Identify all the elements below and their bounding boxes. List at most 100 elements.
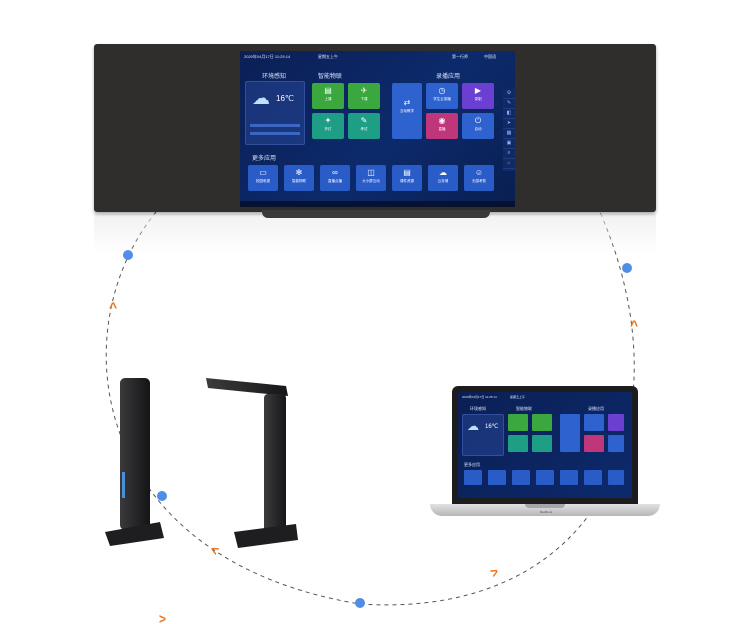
record-tile[interactable] <box>608 414 624 431</box>
app-tile[interactable] <box>584 470 602 485</box>
app-label: 云存储 <box>437 179 449 183</box>
app-tile[interactable]: ✻ 智能物联 <box>284 165 314 191</box>
connection-dot <box>157 491 167 501</box>
laptop: 2020年04月17日 11:25:14 星期五上午 环境感知 智能物联 录播应… <box>452 386 638 504</box>
record-tile-cloud[interactable]: ◷ 学生云录播 <box>426 83 458 109</box>
pen-icon[interactable]: ✎ <box>503 99 515 109</box>
connection-dot <box>622 263 632 273</box>
gear-icon[interactable]: ⚙ <box>503 89 515 99</box>
run-icon: ✈ <box>360 86 368 95</box>
board-tray <box>262 210 490 218</box>
iot-tile-exam[interactable]: ✎考试 <box>348 113 380 139</box>
app-row: ▭ 校园电视 ✻ 智能物联 ∞直播点播 ◫大小屏互动 ▤ 课件资源 ☁ 云存储 ☺ 无感考… <box>248 165 500 193</box>
app-tile[interactable]: ☁ 云存储 <box>428 165 458 191</box>
record-tile-live[interactable]: ◉ 直播 <box>426 113 458 139</box>
section-env-title: 环境感知 <box>262 74 287 80</box>
iot-tile-class-start[interactable]: ▤上课 <box>312 83 344 109</box>
document-camera-open <box>206 378 298 548</box>
record-tile[interactable] <box>608 435 624 452</box>
tile-label: 下课 <box>360 97 368 101</box>
record-tile[interactable] <box>584 414 604 431</box>
tile-label: 录制 <box>474 97 482 101</box>
tile-label: 学生云录播 <box>433 97 451 101</box>
document-camera-folded <box>105 378 164 546</box>
record-tile-record[interactable]: ▶ 录制 <box>462 83 494 109</box>
record-tile-interactive[interactable]: ⇄ 互动教学 <box>392 83 422 139</box>
clock-icon: ◷ <box>438 86 446 95</box>
eraser-icon[interactable]: ◧ <box>503 109 515 119</box>
lock-icon[interactable]: ▣ <box>503 139 515 149</box>
record-tile[interactable] <box>584 435 604 452</box>
record-tile-auto[interactable]: ⏻ 自动 <box>462 113 494 139</box>
air-row <box>250 132 300 135</box>
board-reflection <box>94 214 656 254</box>
board-topbar: 2020年04月17日 11:25:14 星期五上午 第一行师 中国语 <box>240 51 515 61</box>
cloud-icon: ☁ <box>439 168 447 177</box>
tile-label: 开灯 <box>324 127 332 131</box>
weather-panel[interactable]: ☁ 16℃ <box>462 414 504 456</box>
grid-icon[interactable]: ▦ <box>503 129 515 139</box>
cloud-icon: ☁ <box>467 419 479 433</box>
light-icon: ✦ <box>324 116 332 125</box>
laptop-base <box>430 504 660 516</box>
home-icon[interactable]: ⌂ <box>503 159 515 169</box>
network-icon: ✻ <box>295 168 303 177</box>
iot-tile[interactable] <box>532 414 552 431</box>
app-tile[interactable]: ☺ 无感考勤 <box>464 165 494 191</box>
iot-tile[interactable] <box>508 435 528 452</box>
person-icon: ☺ <box>474 168 484 177</box>
user-name[interactable]: 第一行师 <box>452 54 468 59</box>
arrow-icon[interactable]: ➤ <box>503 119 515 129</box>
app-tile[interactable]: ∞直播点播 <box>320 165 350 191</box>
iot-tile[interactable] <box>532 435 552 452</box>
power-icon: ⏻ <box>474 116 482 125</box>
cloud-icon: ☁ <box>252 88 270 108</box>
weather-panel[interactable]: ☁ 16℃ <box>245 81 305 145</box>
app-tile[interactable] <box>560 470 578 485</box>
app-tile[interactable] <box>464 470 482 485</box>
menu-icon[interactable]: ≡ <box>503 149 515 159</box>
app-tile[interactable]: ▭ 校园电视 <box>248 165 278 191</box>
app-tile[interactable] <box>488 470 506 485</box>
board-icon: ▤ <box>324 86 332 95</box>
app-tile[interactable] <box>608 470 624 485</box>
share-icon: ⇄ <box>403 98 411 107</box>
temperature: 16℃ <box>485 424 499 430</box>
app-label: 智能物联 <box>292 179 306 183</box>
tv-icon: ▭ <box>259 168 267 177</box>
tile-label: 直播 <box>438 127 446 131</box>
app-label: 校园电视 <box>256 179 270 183</box>
section-more-title: 更多应用 <box>464 462 480 467</box>
app-label: 直播点播 <box>328 179 342 183</box>
app-label: 无感考勤 <box>472 179 486 183</box>
play-icon: ▶ <box>474 86 482 95</box>
tile-label: 自动 <box>474 127 482 131</box>
app-tile[interactable]: ▤ 课件资源 <box>392 165 422 191</box>
app-label: 课件资源 <box>400 179 414 183</box>
app-row <box>464 470 624 486</box>
iot-tile-lights[interactable]: ✦ 开灯 <box>312 113 344 139</box>
chevron-icon: ^ <box>153 614 170 624</box>
temperature: 16℃ <box>276 94 294 103</box>
datetime: 2020年04月17日 11:25:14 <box>244 54 291 59</box>
section-iot-title: 智能物联 <box>516 406 532 411</box>
iot-tile-class-end[interactable]: ✈ 下课 <box>348 83 380 109</box>
side-toolbar[interactable]: ⚙ ✎ ◧ ➤ ▦ ▣ ≡ ⌂ <box>503 89 515 171</box>
app-tile[interactable] <box>512 470 530 485</box>
app-tile[interactable] <box>536 470 554 485</box>
connection-dot <box>355 598 365 608</box>
air-row <box>250 124 300 127</box>
app-tile[interactable]: ◫大小屏互动 <box>356 165 386 191</box>
language[interactable]: 中国语 <box>484 54 496 59</box>
record-tile[interactable] <box>560 414 580 452</box>
chevron-up-icon: ^ <box>630 317 639 333</box>
section-iot-title: 智能物联 <box>318 74 343 80</box>
document-icon: ✎ <box>360 116 368 125</box>
live-icon: ◉ <box>438 116 446 125</box>
tile-label: 互动教学 <box>400 109 414 113</box>
datetime: 2020年04月17日 11:25:14 <box>462 395 497 399</box>
section-record-title: 录播应用 <box>436 74 461 80</box>
document-icon: ▤ <box>403 168 411 177</box>
iot-tile[interactable] <box>508 414 528 431</box>
